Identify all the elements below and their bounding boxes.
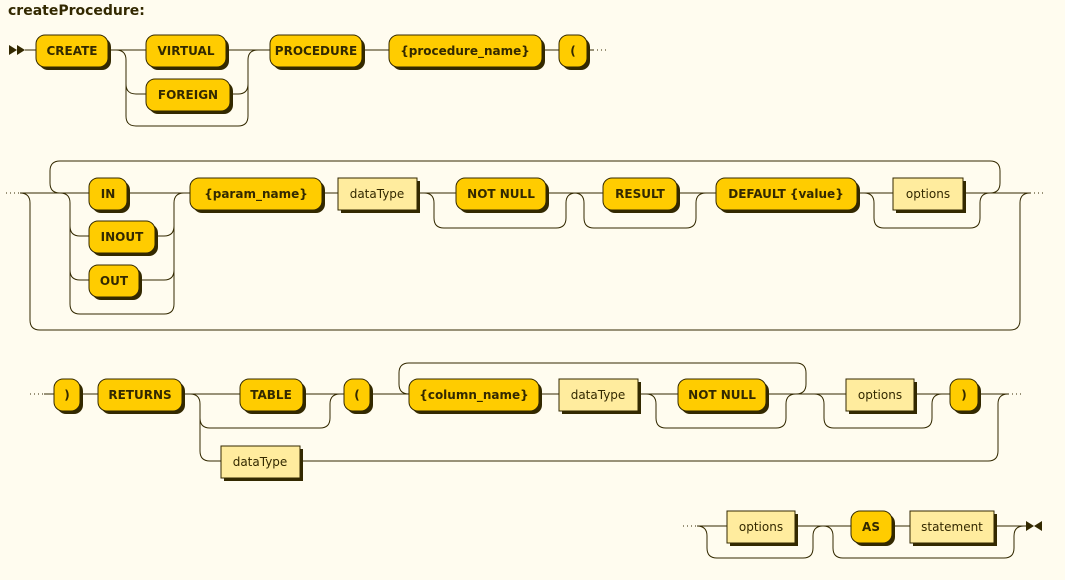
row-1-lines <box>9 45 608 127</box>
terminal-param-not-null: NOT NULL <box>455 177 549 213</box>
terminal-close-paren-1: ) <box>53 378 83 414</box>
nonterminal-table-options[interactable]: options <box>845 378 917 414</box>
nonterminal-column-datatype-label: dataType <box>571 388 626 402</box>
terminal-virtual: VIRTUAL <box>145 34 229 70</box>
start-marker <box>9 45 17 55</box>
terminal-as-label: AS <box>862 520 880 534</box>
end-marker <box>1026 521 1034 531</box>
terminal-close-paren-1-label: ) <box>64 388 69 402</box>
row-4-lines <box>683 521 1042 559</box>
terminal-virtual-label: VIRTUAL <box>158 44 215 58</box>
terminal-column-name: {column_name} <box>408 378 542 414</box>
terminal-open-paren-1: ( <box>558 34 590 70</box>
terminal-procedure: PROCEDURE <box>269 34 365 70</box>
terminal-returns-label: RETURNS <box>108 388 171 402</box>
terminal-returns: RETURNS <box>97 378 185 414</box>
terminal-column-not-null: NOT NULL <box>677 378 769 414</box>
terminal-out: OUT <box>88 264 142 300</box>
nonterminal-param-options-label: options <box>906 187 950 201</box>
terminal-table: TABLE <box>239 378 306 414</box>
terminal-procedure-name-label: {procedure_name} <box>400 44 530 59</box>
end-marker <box>1034 521 1042 531</box>
terminal-foreign: FOREIGN <box>145 78 233 114</box>
terminal-table-label: TABLE <box>250 388 292 402</box>
terminal-open-paren-1-label: ( <box>570 44 575 58</box>
terminal-foreign-label: FOREIGN <box>158 88 218 102</box>
nonterminal-table-options-label: options <box>858 388 902 402</box>
terminal-close-paren-2: ) <box>949 378 981 414</box>
terminal-procedure-name: {procedure_name} <box>388 34 545 70</box>
nonterminal-proc-options-label: options <box>739 520 783 534</box>
nonterminal-proc-options[interactable]: options <box>726 510 798 546</box>
terminal-open-paren-2-label: ( <box>354 388 359 402</box>
start-marker <box>17 45 25 55</box>
terminal-param-not-null-label: NOT NULL <box>467 187 535 201</box>
nonterminal-column-datatype[interactable]: dataType <box>558 378 641 414</box>
terminal-param-name-label: {param_name} <box>204 187 308 202</box>
diagram-title: createProcedure: <box>8 3 145 19</box>
terminal-open-paren-2: ( <box>343 378 373 414</box>
terminal-result: RESULT <box>602 177 680 213</box>
terminal-out-label: OUT <box>100 274 129 288</box>
nonterminal-statement-label: statement <box>921 520 983 534</box>
terminal-close-paren-2-label: ) <box>961 388 966 402</box>
terminal-default-value-label: DEFAULT {value} <box>728 187 843 201</box>
row-3-lines <box>30 362 1022 462</box>
nonterminal-returns-datatype[interactable]: dataType <box>220 445 303 481</box>
terminal-as: AS <box>850 510 895 546</box>
terminal-result-label: RESULT <box>615 187 665 201</box>
terminal-inout: INOUT <box>88 220 158 256</box>
terminal-create-label: CREATE <box>47 44 98 58</box>
terminal-default-value: DEFAULT {value} <box>715 177 860 213</box>
terminal-column-name-label: {column_name} <box>419 388 528 403</box>
row-2-lines <box>6 160 1044 331</box>
terminal-in: IN <box>88 177 130 213</box>
nonterminal-param-datatype-label: dataType <box>350 187 405 201</box>
nonterminal-statement[interactable]: statement <box>909 510 997 546</box>
terminal-inout-label: INOUT <box>101 230 144 244</box>
nonterminal-returns-datatype-label: dataType <box>233 455 288 469</box>
terminal-column-not-null-label: NOT NULL <box>688 388 756 402</box>
nonterminal-param-options[interactable]: options <box>892 177 966 213</box>
terminal-procedure-label: PROCEDURE <box>275 44 357 58</box>
terminal-in-label: IN <box>101 187 116 201</box>
terminal-create: CREATE <box>35 34 111 70</box>
nonterminal-param-datatype[interactable]: dataType <box>337 177 420 213</box>
terminal-param-name: {param_name} <box>189 177 325 213</box>
